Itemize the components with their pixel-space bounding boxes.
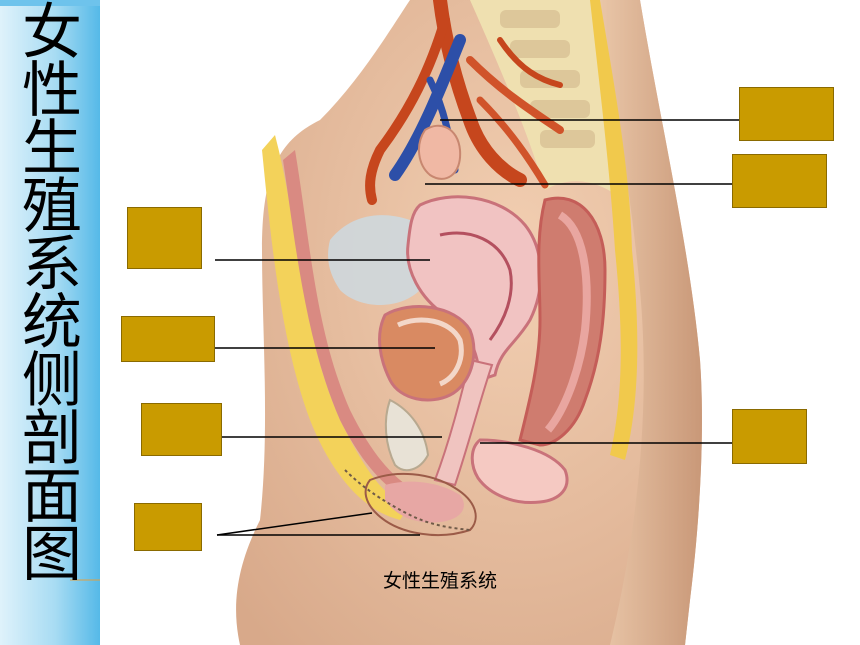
label-box-left-1 xyxy=(127,207,202,269)
label-box-right-1 xyxy=(739,87,834,141)
label-box-left-3 xyxy=(141,403,222,456)
pubic-bone xyxy=(384,398,430,472)
title-char: 统 xyxy=(22,288,82,358)
uterine-cavity xyxy=(439,231,513,341)
external-labia xyxy=(364,472,477,536)
figure-caption: 女性生殖系统 xyxy=(382,570,497,592)
title-char: 剖 xyxy=(22,404,82,474)
back-shading xyxy=(600,0,702,645)
perineal-body xyxy=(470,438,569,505)
uterus xyxy=(406,195,543,383)
bladder-inner xyxy=(396,317,464,387)
title-char: 图 xyxy=(22,520,82,590)
title-char: 性 xyxy=(22,56,82,126)
title-char: 系 xyxy=(22,230,82,300)
ovary xyxy=(418,124,462,180)
title-char: 女 xyxy=(22,0,82,68)
title-char: 侧 xyxy=(22,346,82,416)
title-char: 殖 xyxy=(22,172,82,242)
sacrum-edge xyxy=(590,0,638,460)
title-char: 生 xyxy=(22,114,82,184)
title-char: 面 xyxy=(22,462,82,532)
label-box-right-3 xyxy=(732,409,807,464)
leader-lines xyxy=(215,119,740,536)
leader-line xyxy=(216,512,373,536)
label-box-left-4 xyxy=(134,503,202,551)
abdominal-wall-muscle xyxy=(283,150,415,500)
label-box-right-2 xyxy=(732,154,827,208)
label-box-left-2 xyxy=(121,316,215,362)
rectum-inner xyxy=(544,211,591,433)
abdominal-wall-yellow xyxy=(262,135,410,520)
pubic-hair xyxy=(344,469,471,531)
title-background-stripe xyxy=(0,0,100,645)
vagina xyxy=(433,358,494,487)
page-title: 女 性 生 殖 系 统 侧 剖 面 图 xyxy=(6,0,98,645)
